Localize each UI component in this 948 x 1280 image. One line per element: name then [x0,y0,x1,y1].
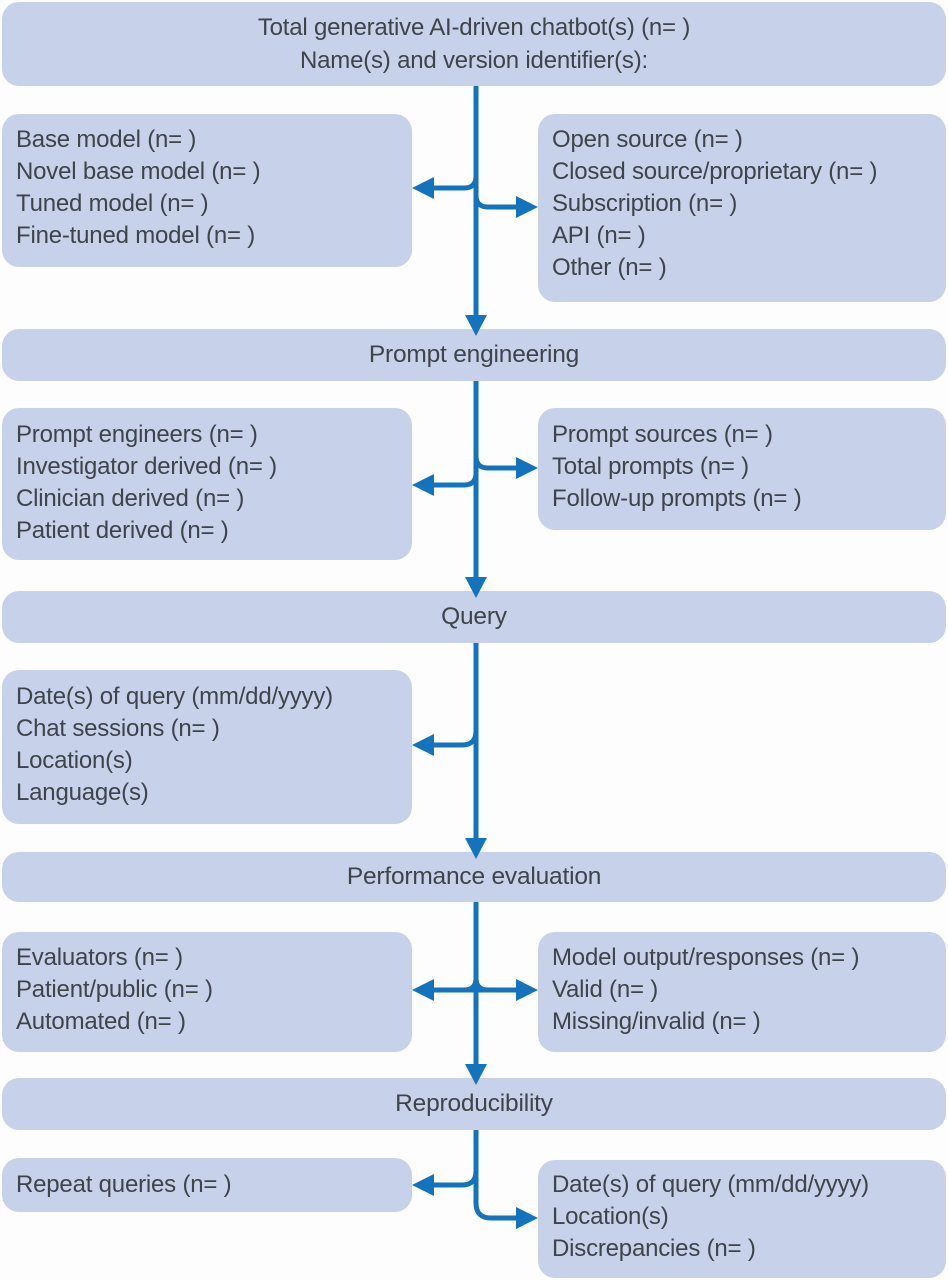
access-line: Subscription (n= ) [552,190,738,217]
repro-line: Date(s) of query (mm/dd/yyyy) [552,1171,869,1198]
prompt-line: Investigator derived (n= ) [16,453,277,480]
header-reproducibility: Reproducibility [2,1078,946,1130]
branch-left-query-details [434,730,479,748]
evaluator-line: Evaluators (n= ) [16,944,183,971]
arrowhead-right-prompt-sources [516,457,538,479]
header-query-label: Query [441,603,507,630]
prompt-line: Prompt engineers (n= ) [16,421,258,448]
query-line: Chat sessions (n= ) [16,715,220,742]
arrowhead-left-query-details [412,734,434,756]
branch-right-access [473,194,516,210]
prompt-line: Patient derived (n= ) [16,517,229,544]
output-line: Model output/responses (n= ) [552,944,860,971]
arrowhead-left-prompt-engineers [412,474,434,496]
query-line: Language(s) [16,779,149,806]
prompt-source-line: Total prompts (n= ) [552,453,749,480]
title-line-1: Total generative AI-driven chatbot(s) (n… [257,14,691,41]
prompt-sources-box: Prompt sources (n= ) Total prompts (n= )… [538,408,946,530]
query-details-box: Date(s) of query (mm/dd/yyyy) Chat sessi… [2,670,412,824]
title-box: Total generative AI-driven chatbot(s) (n… [2,2,946,86]
model-types-box: Base model (n= ) Novel base model (n= ) … [2,114,412,267]
header-prompt-engineering: Prompt engineering [2,329,946,381]
repro-line: Location(s) [552,1203,669,1230]
model-line: Fine-tuned model (n= ) [16,222,256,249]
arrowhead-right-repro-details [516,1207,538,1229]
repro-details-box: Date(s) of query (mm/dd/yyyy) Location(s… [538,1160,946,1278]
prompt-engineers-box: Prompt engineers (n= ) Investigator deri… [2,408,412,560]
title-line-2: Name(s) and version identifier(s): [300,47,648,74]
header-prompt-engineering-label: Prompt engineering [368,341,580,368]
branch-left-repeat-queries [434,1170,479,1188]
model-access-box: Open source (n= ) Closed source/propriet… [538,114,946,302]
header-performance-evaluation-label: Performance evaluation [346,863,602,890]
branch-fillet-right [473,977,489,993]
query-line: Date(s) of query (mm/dd/yyyy) [16,683,333,710]
repeat-queries-box: Repeat queries (n= ) [2,1158,412,1212]
branch-left-models [434,175,479,191]
evaluators-box: Evaluators (n= ) Patient/public (n= ) Au… [2,932,412,1052]
repro-line: Discrepancies (n= ) [552,1235,756,1262]
access-line: Open source (n= ) [552,126,743,153]
model-output-box: Model output/responses (n= ) Valid (n= )… [538,932,946,1052]
branch-right-prompt-sources [473,455,516,471]
evaluator-line: Patient/public (n= ) [16,976,213,1003]
arrowhead-left-evaluators [412,979,434,1001]
query-line: Location(s) [16,747,133,774]
model-line: Novel base model (n= ) [16,158,261,185]
prompt-source-line: Follow-up prompts (n= ) [552,485,802,512]
spine-segment-5-curve-right [473,1130,516,1221]
repeat-line: Repeat queries (n= ) [16,1171,232,1198]
access-line: Other (n= ) [552,254,667,281]
access-line: API (n= ) [552,222,646,249]
prompt-line: Clinician derived (n= ) [16,485,245,512]
branch-left-prompt-engineers [434,472,479,488]
branch-fillet-left [463,977,479,993]
prompt-source-line: Prompt sources (n= ) [552,421,773,448]
access-line: Closed source/proprietary (n= ) [552,158,878,185]
output-line: Valid (n= ) [552,976,659,1003]
header-query: Query [2,591,946,643]
model-line: Base model (n= ) [16,126,197,153]
arrowhead-left-repeat-queries [412,1174,434,1196]
arrowhead-right-model-output [516,979,538,1001]
arrowhead-right-access [516,196,538,218]
output-line: Missing/invalid (n= ) [552,1008,761,1035]
arrowhead-left-models [412,177,434,199]
model-line: Tuned model (n= ) [16,190,209,217]
header-reproducibility-label: Reproducibility [395,1090,553,1117]
header-performance-evaluation: Performance evaluation [2,852,946,902]
evaluator-line: Automated (n= ) [16,1008,186,1035]
